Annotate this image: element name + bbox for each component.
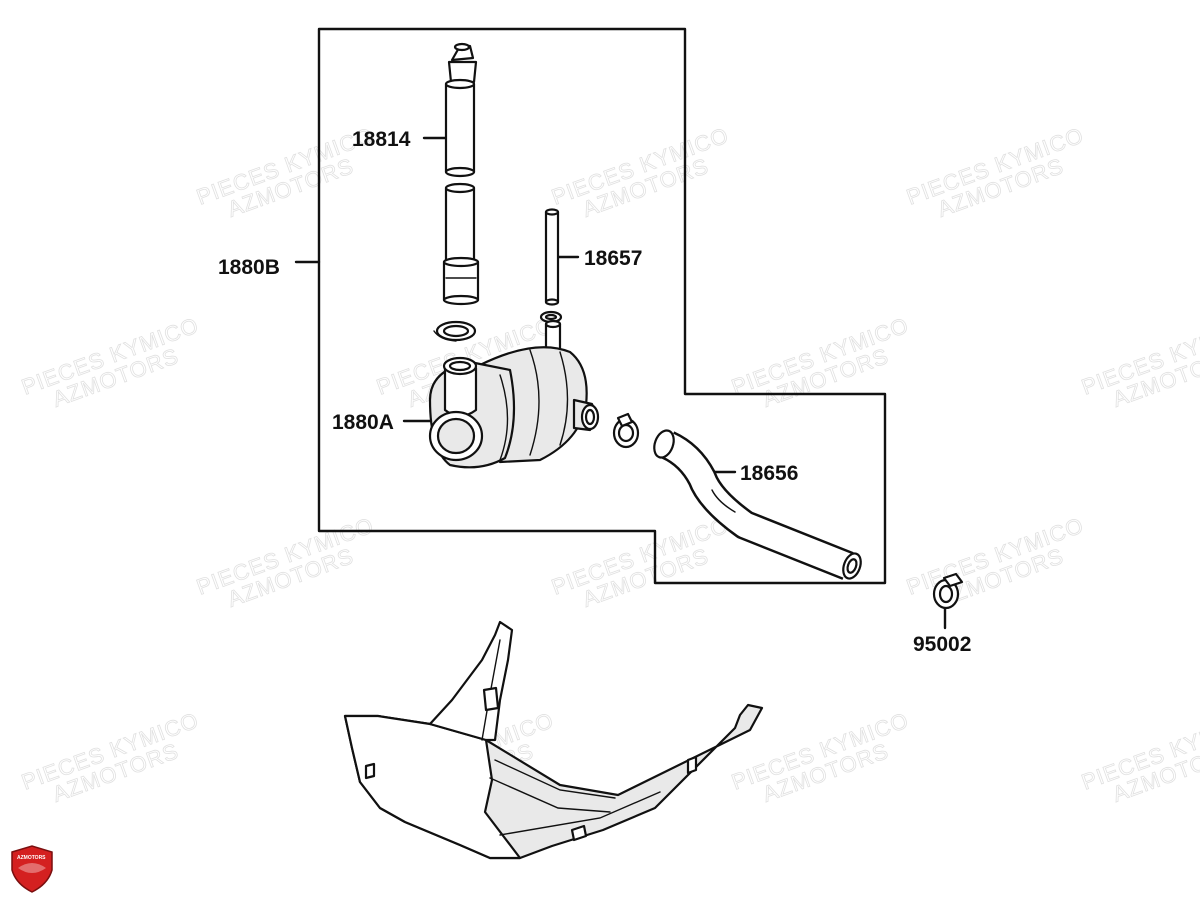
part-label-1880a[interactable]: 1880A — [332, 411, 394, 434]
azmotors-logo: AZMOTORS — [11, 845, 53, 893]
part-1880a-fuel-cock[interactable] — [428, 319, 600, 469]
part-18814-standpipe[interactable] — [442, 42, 480, 306]
part-label-18656[interactable]: 18656 — [740, 462, 798, 485]
part-label-18814[interactable]: 18814 — [352, 128, 411, 151]
logo-text: AZMOTORS — [17, 855, 46, 861]
frame-body-cover — [343, 620, 764, 860]
hose-clamp-outlet[interactable] — [612, 412, 640, 449]
o-ring-vent[interactable] — [539, 310, 563, 324]
o-ring-standpipe[interactable] — [433, 320, 477, 342]
part-18657-vent-tube[interactable] — [544, 208, 560, 306]
part-95002-hose-clip[interactable] — [932, 572, 964, 610]
logo-shield-icon — [11, 845, 53, 893]
part-label-95002[interactable]: 95002 — [913, 633, 971, 656]
part-18656-fuel-hose[interactable] — [651, 428, 864, 581]
part-label-1880b[interactable]: 1880B — [218, 256, 280, 279]
part-label-18657[interactable]: 18657 — [584, 247, 642, 270]
assembly-outline-box — [317, 27, 887, 585]
